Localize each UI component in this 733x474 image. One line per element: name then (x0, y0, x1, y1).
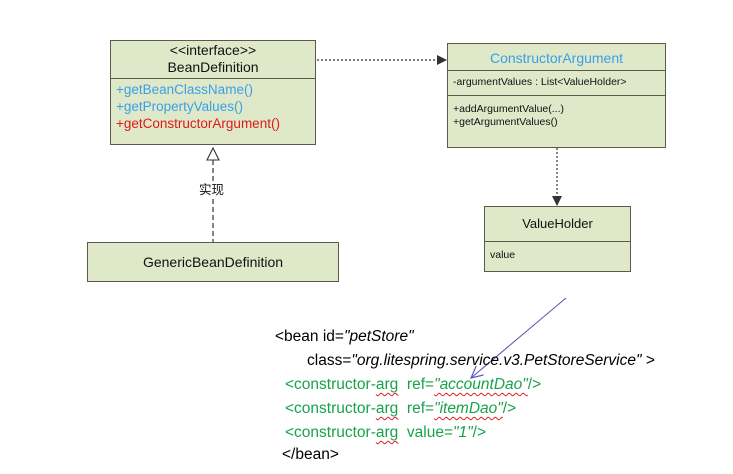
constructor-argument-separator-1 (448, 70, 665, 71)
xml-class-prefix: class= (307, 352, 352, 369)
xml-ctor2-value: "itemDao" (434, 400, 503, 417)
realization-label: 实现 (199, 182, 225, 197)
xml-class-line: class="org.litespring.service.v3.PetStor… (307, 352, 655, 370)
xml-ctor3-suffix: /> (472, 424, 487, 441)
xml-ctor3-attr: value= (398, 424, 454, 441)
xml-ctor-arg-line-1: <constructor-arg ref="accountDao"/> (285, 376, 541, 394)
value-holder-separator (485, 241, 630, 242)
bean-definition-name: BeanDefinition (167, 59, 259, 75)
method-get-bean-class-name: +getBeanClassName() (116, 82, 253, 97)
xml-ctor2-arg: arg (375, 400, 399, 417)
method-add-argument-value: +addArgumentValue(...) (453, 103, 564, 115)
value-holder-attribute: value (490, 249, 516, 261)
xml-class-suffix: > (641, 352, 655, 369)
xml-bean-open-prefix: <bean id= (275, 328, 344, 345)
bean-definition-separator (111, 78, 315, 79)
realization-triangle-icon (206, 146, 220, 161)
xml-ctor1-attr: ref= (398, 376, 435, 393)
xml-ctor2-suffix: /> (502, 400, 517, 417)
xml-bean-close-line: </bean> (282, 446, 339, 464)
xml-ctor-arg-line-3: <constructor-arg value="1"/> (285, 424, 486, 442)
constructor-argument-attribute: -argumentValues : List<ValueHolder> (453, 76, 627, 88)
method-get-property-values: +getPropertyValues() (116, 99, 243, 114)
value-holder-name: ValueHolder (522, 216, 593, 231)
xml-bean-open-line: <bean id="petStore" (275, 328, 414, 346)
value-holder-box[interactable]: ValueHolder value (484, 206, 631, 272)
generic-bean-definition-box[interactable]: GenericBeanDefinition (87, 242, 339, 282)
xml-ctor-arg-line-2: <constructor-arg ref="itemDao"/> (285, 400, 516, 418)
xml-bean-close: </bean> (282, 446, 339, 463)
xml-ctor1-prefix: <constructor- (285, 376, 376, 393)
constructor-argument-box[interactable]: ConstructorArgument -argumentValues : Li… (447, 43, 666, 148)
xml-ctor1-suffix: /> (527, 376, 542, 393)
xml-ctor1-value: "accountDao" (434, 376, 528, 393)
xml-bean-id: "petStore" (343, 328, 414, 345)
xml-class-value: "org.litespring.service.v3.PetStoreServi… (351, 352, 642, 369)
constructor-argument-name: ConstructorArgument (489, 50, 624, 66)
constructor-argument-separator-2 (448, 95, 665, 96)
xml-ctor1-arg: arg (375, 376, 399, 393)
xml-ctor3-value: "1" (453, 424, 473, 441)
xml-ctor3-arg: arg (375, 424, 399, 441)
generic-bean-definition-name: GenericBeanDefinition (142, 254, 284, 270)
bean-definition-stereotype: <<interface>> (169, 42, 257, 58)
method-get-argument-values: +getArgumentValues() (453, 116, 558, 128)
xml-ctor2-attr: ref= (398, 400, 435, 417)
xml-ctor3-prefix: <constructor- (285, 424, 376, 441)
method-get-constructor-argument: +getConstructorArgument() (116, 116, 280, 131)
xml-ctor2-prefix: <constructor- (285, 400, 376, 417)
bean-definition-box[interactable]: <<interface>> BeanDefinition +getBeanCla… (110, 40, 316, 145)
